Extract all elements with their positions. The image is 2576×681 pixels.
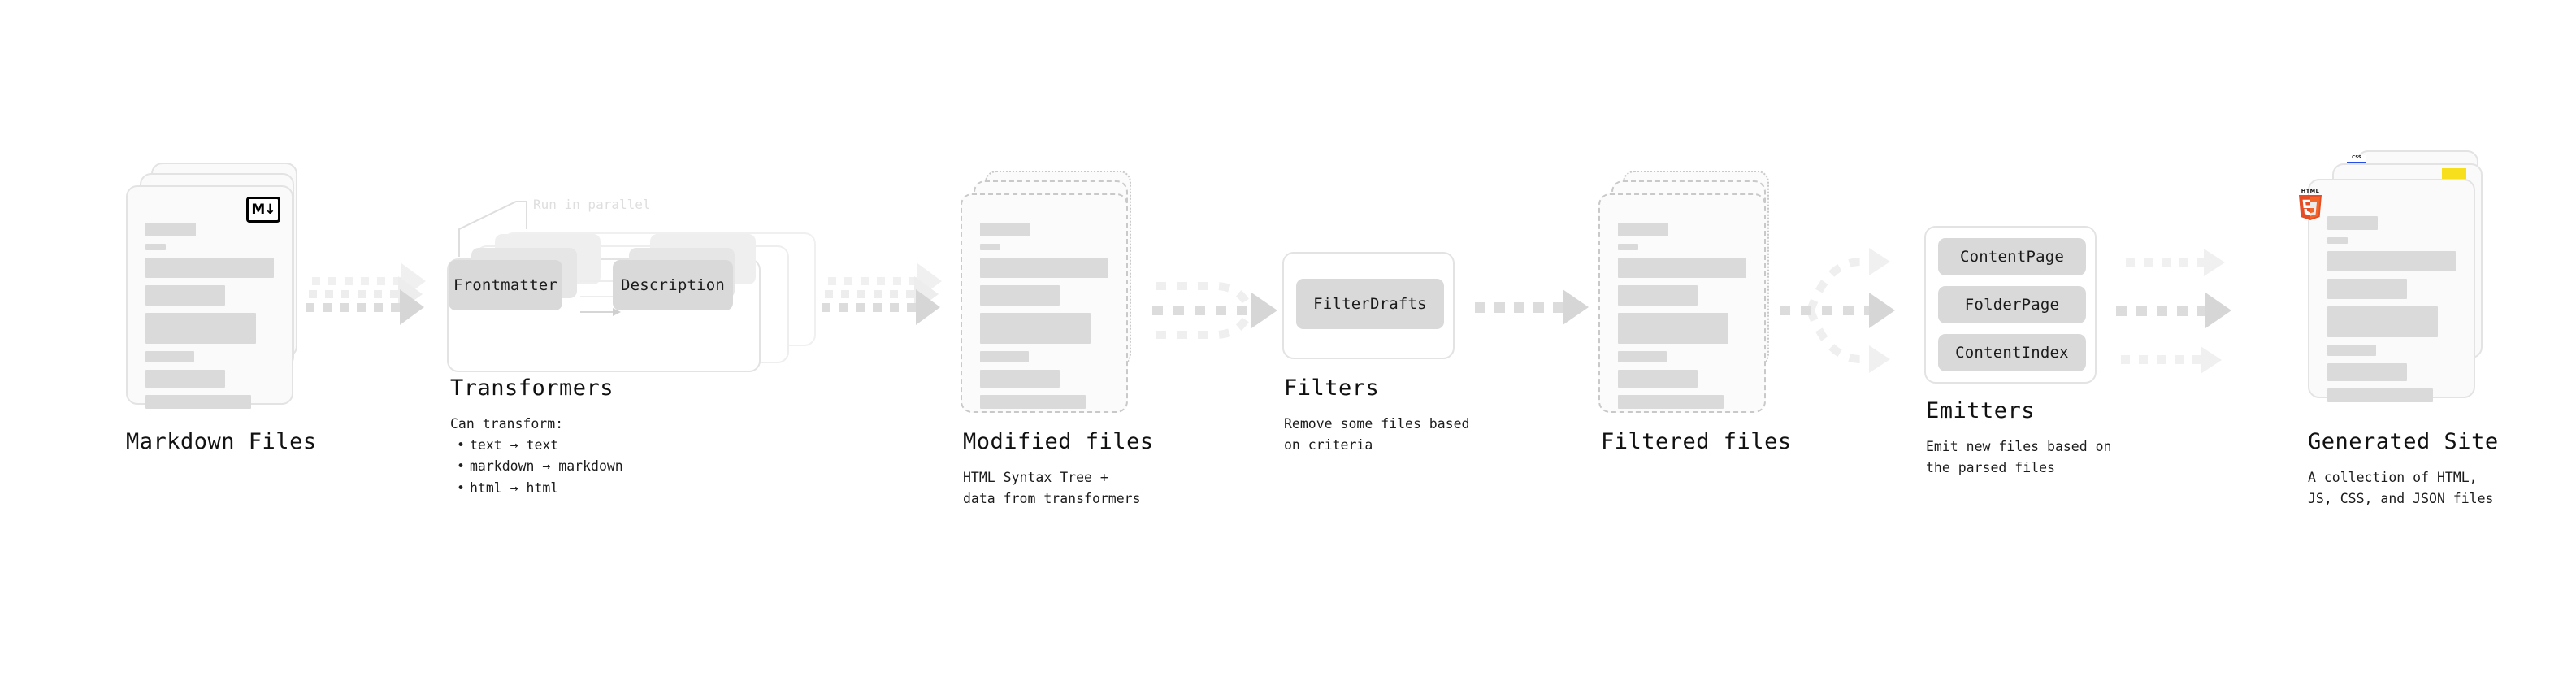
emitter-chip-contentindex-label: ContentIndex [1955, 344, 2069, 362]
generated-site-caption: Generated Site A collection of HTML, JS,… [2308, 429, 2499, 509]
fan-out-arrowhead-mid [1869, 293, 1895, 328]
transformers-list: text → text markdown → markdown html → h… [450, 435, 623, 500]
transformers-list-item: html → html [450, 478, 623, 500]
filtered-doc-front [1598, 193, 1766, 413]
fan-in-paths [1152, 282, 1254, 339]
markdown-files-stack: M↓ [122, 163, 317, 431]
site-arrowhead-top [2204, 249, 2225, 276]
modified-files-title: Modified files [963, 429, 1154, 454]
modified-doc-content [980, 223, 1108, 416]
html5-shield-icon [2299, 195, 2322, 220]
transformers-list-item: markdown → markdown [450, 456, 623, 478]
markdown-badge-label: M↓ [251, 201, 275, 218]
filter-chip-filterdrafts-label: FilterDrafts [1313, 295, 1427, 313]
emitter-chip-folderpage[interactable]: FolderPage [1938, 286, 2086, 323]
transformer-chip-frontmatter-label: Frontmatter [453, 276, 558, 294]
transformer-chip-description-label: Description [620, 276, 726, 294]
markdown-files-title: Markdown Files [126, 429, 317, 454]
transformer-chip-description[interactable]: Description [613, 260, 733, 310]
fan-out-arrowhead-top [1869, 248, 1890, 275]
filtered-files-title: Filtered files [1601, 429, 1792, 454]
connector-emitters-to-site [2116, 236, 2262, 382]
filters-arrowhead [1563, 289, 1589, 325]
emitter-chip-contentindex[interactable]: ContentIndex [1938, 334, 2086, 371]
html5-badge: HTML [2296, 188, 2324, 220]
transformers-list-item: text → text [450, 435, 623, 457]
run-in-parallel-callout-line [458, 201, 527, 257]
generated-site-stack: CSS HTML [2275, 150, 2503, 435]
filters-title: Filters [1284, 375, 1380, 401]
modified-files-subtitle: HTML Syntax Tree + data from transformer… [963, 470, 1141, 506]
emitter-chip-contentpage-label: ContentPage [1959, 248, 2065, 266]
markdown-doc-content [145, 223, 274, 416]
markdown-badge: M↓ [246, 197, 280, 223]
filters-box: FilterDrafts [1282, 252, 1455, 359]
connector-md-to-transformers [306, 263, 455, 345]
site-arrowhead-bottom [2201, 346, 2222, 374]
connector-filtered-to-emitters [1780, 236, 1942, 382]
site-arrowhead-mid [2205, 293, 2231, 328]
connector-transformers-to-modified [822, 263, 971, 345]
transformers-title: Transformers [450, 375, 614, 401]
generated-site-subtitle: A collection of HTML, JS, CSS, and JSON … [2308, 470, 2494, 506]
markdown-doc-front: M↓ [126, 185, 293, 409]
filtered-files-caption: Filtered files [1601, 429, 1792, 454]
site-doc-content [2327, 216, 2456, 410]
connector-modified-to-filters [1138, 268, 1292, 349]
transformers-group: Run in parallel Frontmatter [447, 197, 829, 390]
run-in-parallel-label: Run in parallel [533, 197, 651, 212]
filters-caption: Filters Remove some files based on crite… [1284, 375, 1469, 455]
transformers-subtitle: Can transform: [450, 416, 564, 432]
fan-out-arrowhead-bottom [1869, 345, 1890, 373]
transformer-chip-frontmatter[interactable]: Frontmatter [449, 260, 562, 310]
filter-chip-filterdrafts[interactable]: FilterDrafts [1296, 279, 1444, 329]
emitter-chip-folderpage-label: FolderPage [1964, 296, 2060, 314]
modified-doc-front [961, 193, 1128, 413]
connector-filters-to-filtered [1475, 288, 1605, 329]
emitters-caption: Emitters Emit new files based on the par… [1926, 398, 2111, 478]
modified-files-stack [959, 163, 1154, 431]
filtered-files-stack [1597, 163, 1792, 431]
fan-out-paths [1780, 258, 1871, 363]
emitter-chip-contentpage[interactable]: ContentPage [1938, 238, 2086, 275]
filtered-doc-content [1618, 223, 1746, 416]
css-badge-label: CSS [2347, 155, 2366, 161]
site-doc-front-html: HTML [2299, 179, 2475, 402]
generated-site-title: Generated Site [2308, 429, 2499, 454]
html5-badge-label: HTML [2301, 188, 2320, 194]
fan-in-arrowhead [1251, 293, 1277, 328]
emitters-box: ContentPage FolderPage ContentIndex [1924, 226, 2097, 384]
emitters-subtitle: Emit new files based on the parsed files [1926, 439, 2112, 475]
emitters-title: Emitters [1926, 398, 2036, 423]
modified-files-caption: Modified files HTML Syntax Tree + data f… [963, 429, 1154, 509]
transformer-box-front: Frontmatter Description [447, 234, 761, 372]
filters-subtitle: Remove some files based on criteria [1284, 416, 1470, 453]
transformers-caption: Transformers Can transform: text → text … [450, 375, 623, 500]
markdown-files-caption: Markdown Files [126, 429, 317, 454]
